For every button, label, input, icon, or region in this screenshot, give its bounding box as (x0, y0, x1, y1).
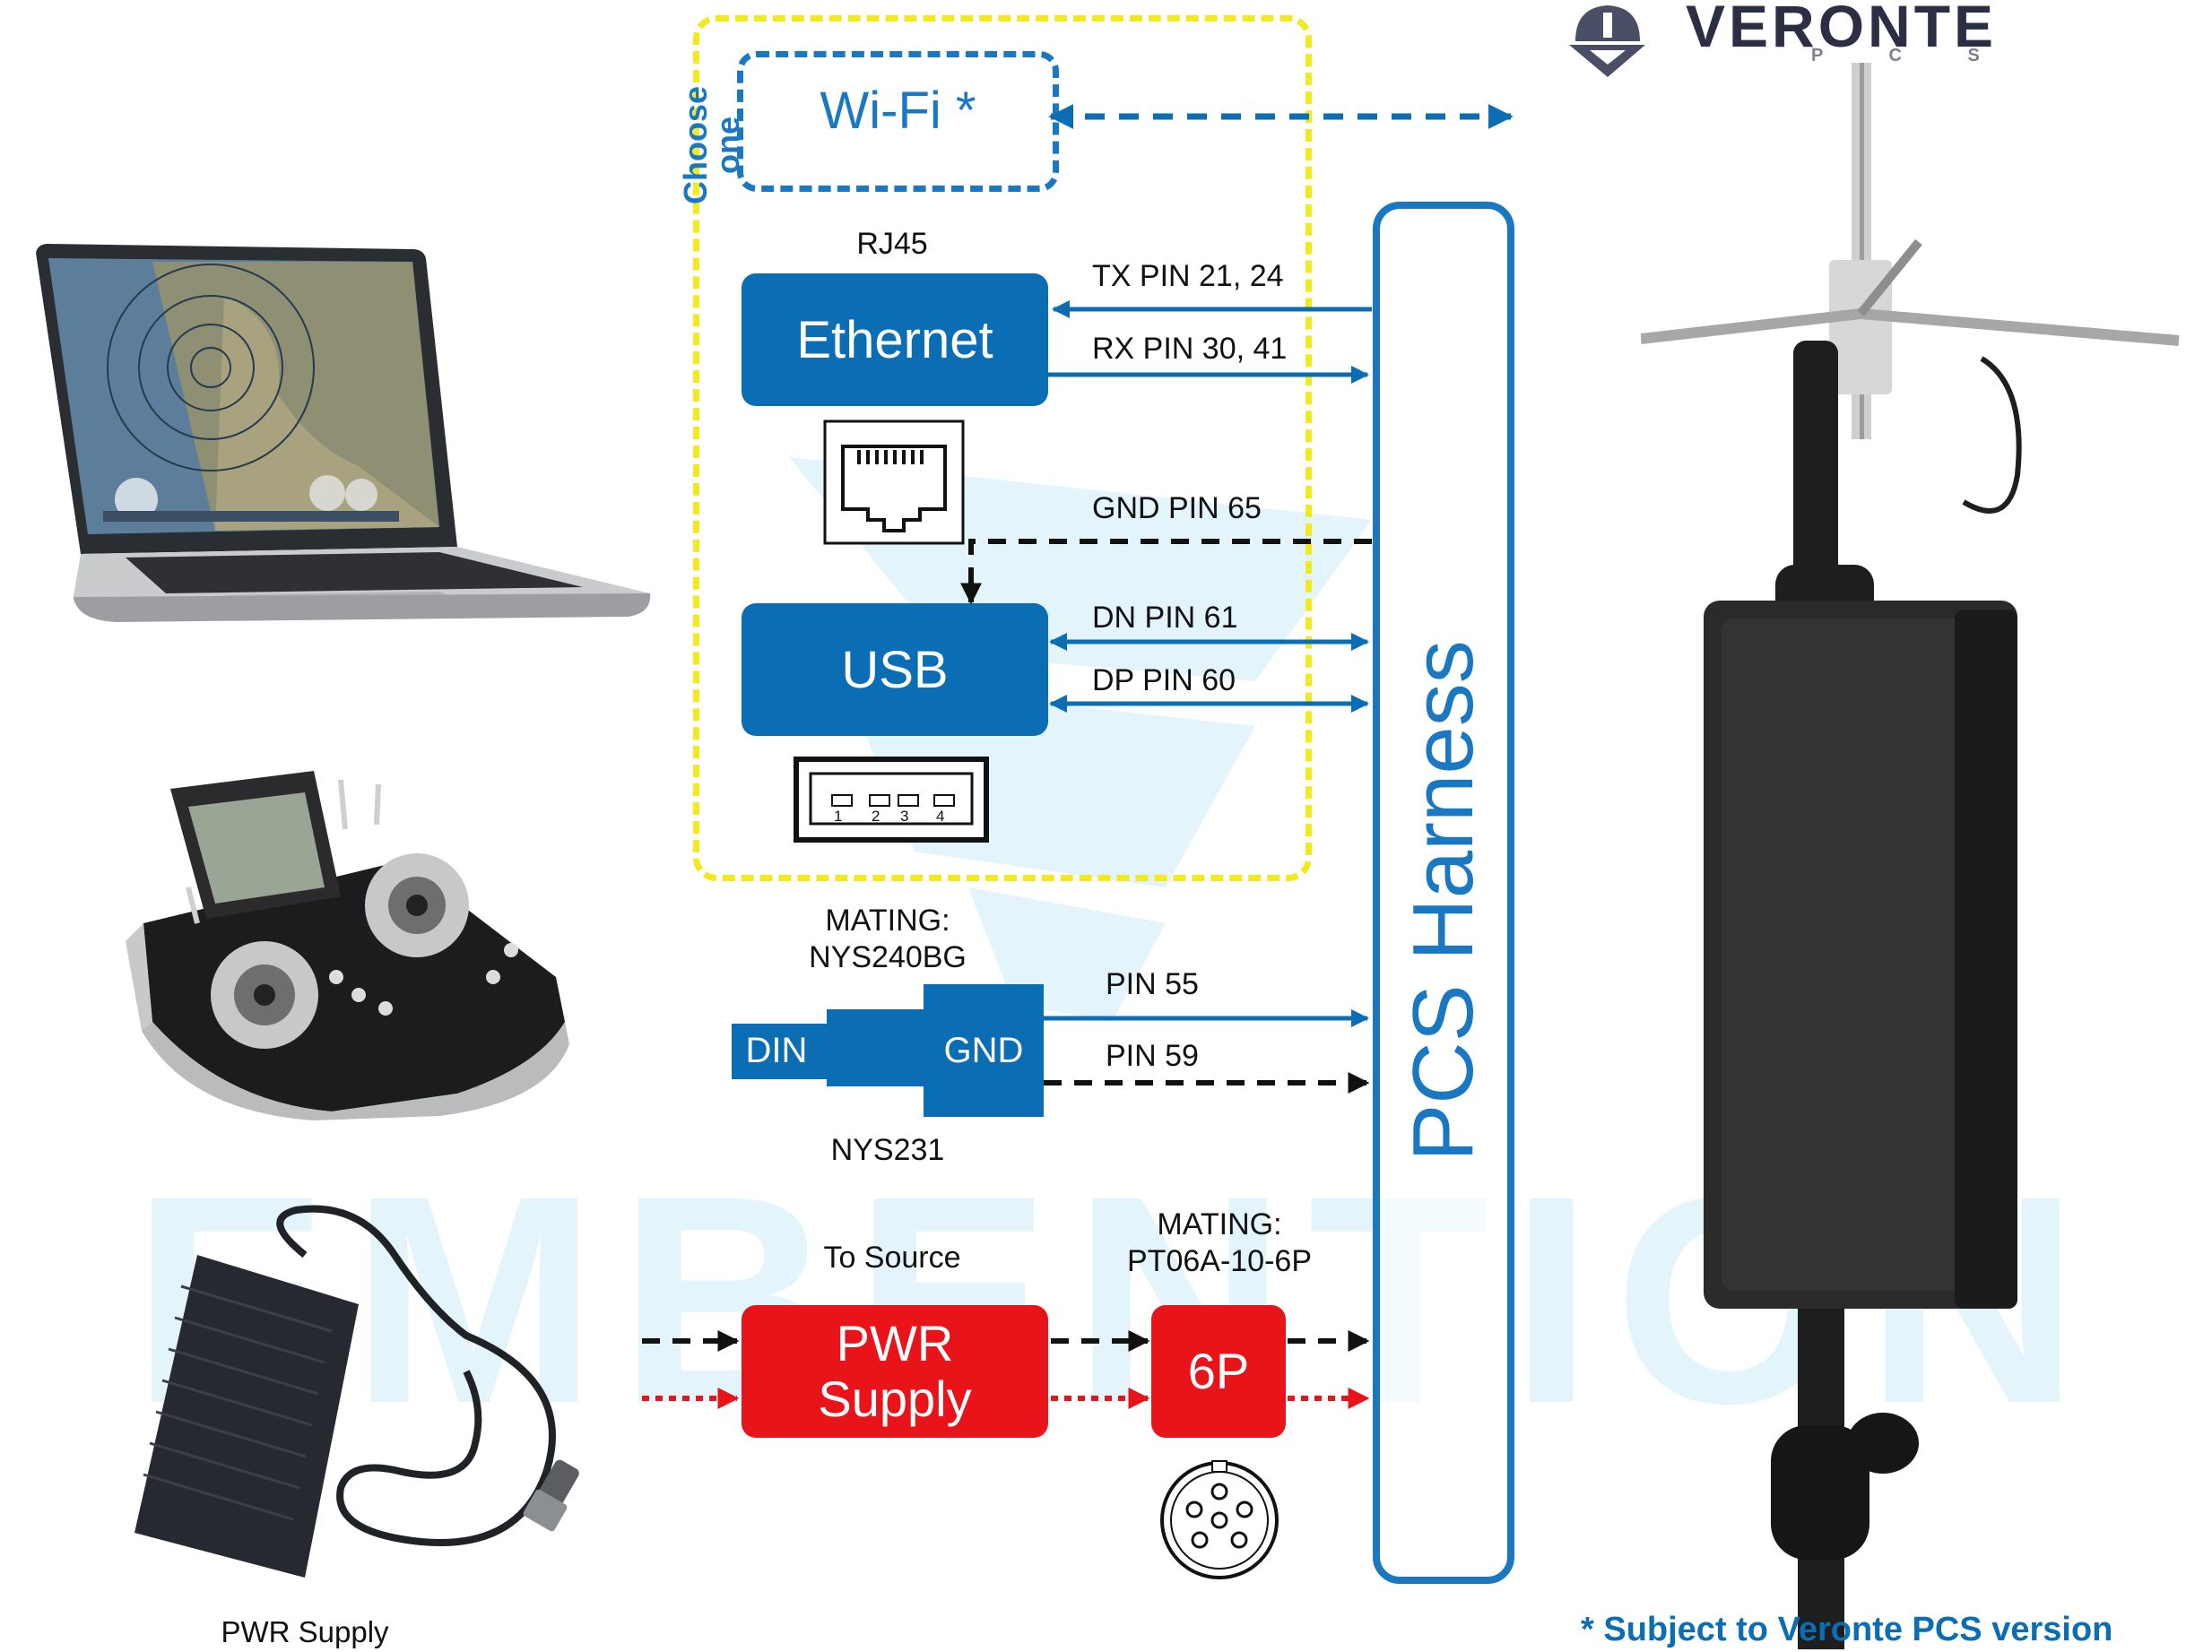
pwr-supply-box: PWR Supply (742, 1305, 1048, 1438)
rj45-port-icon (823, 419, 965, 545)
pin-59-label: PIN 59 (1106, 1039, 1199, 1073)
rc-transmitter-image (126, 771, 569, 1120)
nys231-label: NYS231 (830, 1133, 945, 1167)
usb-pin-2: 2 (872, 808, 880, 825)
6p-connector-box: 6P (1151, 1305, 1286, 1438)
wifi-label: Wi-Fi * (820, 82, 976, 140)
pt06a-mating-label: MATING: PT06A-10-6P (1127, 1207, 1312, 1278)
usb-pin-4: 4 (936, 808, 945, 825)
pcs-harness-bar (1373, 202, 1514, 1584)
usb-box: USB (742, 603, 1048, 736)
ethernet-box: Ethernet (742, 273, 1048, 406)
to-source-label: To Source (823, 1241, 961, 1275)
pin-55-label: PIN 55 (1106, 967, 1199, 1001)
usb-dn-label: DN PIN 61 (1092, 601, 1238, 635)
usb-pin-3: 3 (900, 808, 909, 825)
laptop-image (36, 244, 651, 622)
din-plug-left (732, 1024, 832, 1079)
din-label: DIN (745, 1031, 808, 1070)
veronte-logo-icon (1569, 5, 1645, 77)
veronte-pcs-antenna-image (1641, 63, 2180, 1649)
rj45-label: RJ45 (856, 227, 928, 261)
gnd-pin-65-line (960, 539, 1372, 605)
ethernet-rx-label: RX PIN 30, 41 (1092, 332, 1288, 366)
usb-dp-label: DP PIN 60 (1092, 663, 1236, 697)
brand-name: VERONTE (1686, 0, 1998, 59)
6p-pinout-icon (1160, 1460, 1279, 1579)
usb-port-icon (794, 757, 989, 843)
power-supply-image (134, 1205, 579, 1578)
usb-pin-1: 1 (834, 808, 843, 825)
din-plug-right (924, 984, 1044, 1117)
choose-one-frame (693, 15, 1312, 881)
din-mating-label: MATING: NYS240BG (809, 904, 967, 974)
din-gnd-label: GND (943, 1031, 1024, 1070)
din-plug-middle (827, 1009, 929, 1086)
pwr-supply-caption: PWR Supply (221, 1615, 389, 1648)
brand-subtitle: P C S (1811, 46, 2010, 65)
ethernet-tx-label: TX PIN 21, 24 (1092, 259, 1284, 293)
gnd-pin-label: GND PIN 65 (1092, 491, 1262, 525)
footnote: * Subject to Veronte PCS version (1581, 1611, 2113, 1648)
